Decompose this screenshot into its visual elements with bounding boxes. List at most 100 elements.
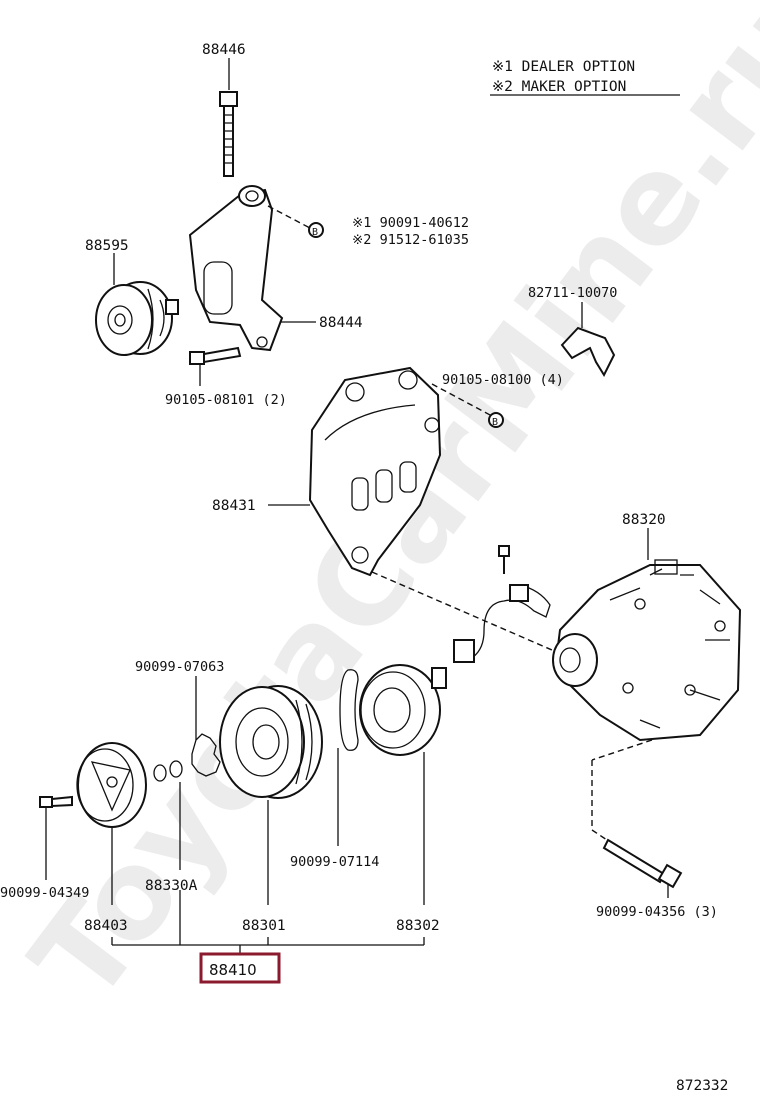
harness-wire[interactable] — [453, 545, 551, 663]
b-marker-text: B — [312, 227, 318, 238]
pulley-88301[interactable] — [219, 685, 323, 905]
bracket-window-2 — [375, 469, 393, 503]
legend-maker-option: ※2 MAKER OPTION — [492, 79, 626, 95]
harness-plug — [453, 639, 475, 663]
legend: ※1 DEALER OPTION ※2 MAKER OPTION — [490, 59, 680, 96]
coil-inner — [360, 671, 426, 749]
shim-ring — [191, 733, 221, 777]
label-option-2[interactable]: ※2 91512-61035 — [352, 232, 469, 248]
hub-face — [76, 748, 134, 822]
bolt-shaft — [51, 795, 73, 808]
pulley-front — [95, 284, 153, 356]
dash-compressor-bolt-a — [591, 739, 653, 761]
bolt-head — [657, 863, 683, 889]
label-90099-04356[interactable]: 90099-04356 (3) — [596, 904, 718, 920]
label-90099-07114[interactable]: 90099-07114 — [290, 854, 379, 870]
snap-ring-90099-07114[interactable] — [337, 669, 359, 846]
bracket-hole-1 — [345, 382, 365, 402]
shim-90099-07063[interactable] — [191, 676, 221, 777]
pulley-bore — [114, 313, 126, 327]
b-marker-circle — [308, 222, 324, 238]
label-90105-08100[interactable]: 90105-08100 (4) — [442, 372, 564, 388]
bolt-90099-04356[interactable] — [602, 838, 683, 898]
dash-compressor-bolt-c — [591, 829, 611, 843]
label-88320[interactable]: 88320 — [622, 512, 666, 528]
bolt-marker-mid: B — [488, 412, 504, 428]
legend-dealer-option: ※1 DEALER OPTION — [492, 59, 635, 75]
bracket-hole-2 — [398, 370, 418, 390]
bracket-hole-3 — [424, 417, 440, 433]
pulley-bore — [252, 724, 280, 760]
bolt-88446[interactable] — [219, 58, 238, 177]
compressor-boss-2 — [714, 620, 726, 632]
label-88302[interactable]: 88302 — [396, 918, 440, 934]
bracket-hole-4 — [351, 546, 369, 564]
label-88446[interactable]: 88446 — [202, 42, 246, 58]
label-90099-04349[interactable]: 90099-04349 — [0, 885, 89, 901]
label-88431[interactable]: 88431 — [212, 498, 256, 514]
label-82711[interactable]: 82711-10070 — [528, 285, 617, 301]
bracket-window-3 — [399, 461, 417, 493]
bracket-boss-hole — [245, 190, 259, 202]
compressor-fitting — [654, 559, 678, 575]
label-option-1[interactable]: ※1 90091-40612 — [352, 215, 469, 231]
bracket-plate — [308, 366, 442, 577]
bracket-boss — [238, 185, 266, 207]
bracket-window-1 — [351, 477, 369, 511]
pulley-88595[interactable] — [95, 253, 179, 356]
connector-bolt-head — [498, 545, 510, 557]
bolt-head — [39, 796, 53, 808]
compressor-88320[interactable] — [552, 528, 742, 742]
bolt-head — [189, 351, 205, 365]
bolt-shaft — [602, 838, 666, 884]
pulley-rim-front — [219, 686, 305, 798]
clip-82711[interactable] — [560, 302, 616, 378]
bolt-shaft — [223, 105, 234, 177]
bolt-90105-08101[interactable] — [189, 346, 242, 386]
bolt-head — [219, 91, 238, 107]
compressor-shaft — [559, 647, 581, 673]
compressor-boss-3 — [684, 684, 696, 696]
bracket-88431[interactable] — [268, 366, 442, 577]
bracket-88444[interactable] — [188, 185, 316, 352]
compressor-boss-1 — [634, 598, 646, 610]
label-88410: 88410 — [209, 961, 257, 979]
hub-plate — [77, 742, 147, 828]
hub-center — [106, 776, 118, 788]
label-90099-07063[interactable]: 90099-07063 — [135, 659, 224, 675]
compressor-front — [552, 633, 598, 687]
diagram-id: 872332 — [676, 1078, 728, 1094]
bracket-rib — [324, 404, 416, 441]
hub-88403[interactable] — [76, 742, 147, 905]
pulley-grooves — [295, 699, 313, 785]
b-marker-circle — [488, 412, 504, 428]
label-88403[interactable]: 88403 — [84, 918, 128, 934]
coil-88302[interactable] — [359, 664, 447, 905]
label-88444[interactable]: 88444 — [319, 315, 363, 331]
bolt-shaft — [203, 346, 242, 364]
washers-88330A[interactable] — [153, 760, 183, 870]
washer-2 — [169, 760, 183, 778]
label-88595[interactable]: 88595 — [85, 238, 129, 254]
dash-to-bracket-bolt — [431, 383, 493, 417]
bracket-slot — [203, 261, 233, 315]
bolt-90099-04349[interactable] — [39, 795, 73, 880]
b-marker-text: B — [492, 417, 498, 428]
harness-cable — [469, 584, 551, 660]
bolt-marker-top: B — [308, 222, 324, 238]
pulley-hub — [107, 305, 133, 335]
label-88330A[interactable]: 88330A — [145, 878, 198, 894]
pulley-grooves — [147, 288, 165, 350]
label-88301[interactable]: 88301 — [242, 918, 286, 934]
dash-to-option-bolt — [267, 205, 311, 229]
compressor-details — [609, 568, 730, 729]
dash-bracket-compressor — [371, 571, 553, 651]
coil-lead — [431, 667, 447, 689]
hub-spider — [90, 761, 131, 812]
assembly-88410[interactable]: 88410 — [199, 952, 281, 984]
coil-bore — [373, 687, 411, 733]
pulley-spacer — [165, 299, 179, 315]
label-90105-08101[interactable]: 90105-08101 (2) — [165, 392, 287, 408]
